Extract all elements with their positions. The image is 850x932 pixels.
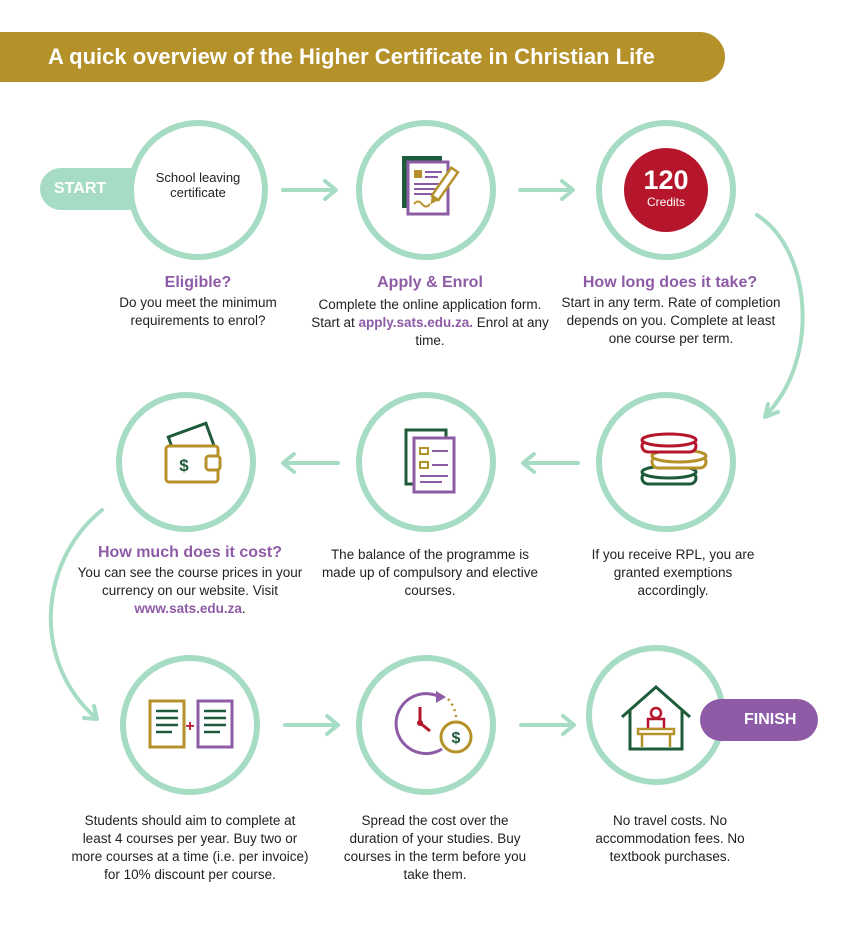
finish-label: FINISH	[700, 699, 818, 741]
apply-desc-text: Complete the online application form. St…	[311, 297, 542, 330]
arrow-right-3	[283, 714, 340, 736]
credits-label: Credits	[646, 195, 685, 209]
cost-desc-text: You can see the course prices in your cu…	[77, 565, 303, 598]
arrow-right-1	[281, 179, 338, 201]
svg-text:$: $	[179, 456, 189, 475]
cost-desc-text-end: .	[241, 601, 246, 616]
duration-heading: How long does it take?	[582, 274, 758, 291]
step-cost-circle: $	[116, 392, 256, 532]
arrow-curve-right	[755, 213, 805, 419]
balance-description: The balance of the programme is made up …	[321, 547, 539, 598]
wallet-icon: $	[164, 421, 222, 484]
clock-money-icon: $	[394, 691, 473, 756]
home-study-icon	[621, 684, 691, 751]
coins-icon	[640, 432, 708, 486]
step-duration-circle: 120 Credits	[596, 120, 736, 260]
school-leaving-certificate-text: School leaving certificate	[155, 170, 241, 200]
step-spread-circle: $	[356, 655, 496, 795]
arrow-right-2	[518, 179, 575, 201]
step-balance-circle	[356, 392, 496, 532]
apply-description: Complete the online application form. St…	[311, 296, 549, 350]
cost-heading: How much does it cost?	[97, 544, 282, 561]
eligible-heading: Eligible?	[164, 274, 232, 291]
arrow-right-4	[519, 714, 576, 736]
svg-text:+: +	[185, 718, 194, 735]
page-title: A quick overview of the Higher Certifica…	[48, 44, 655, 69]
credits-badge: 120 Credits	[624, 148, 708, 232]
apply-heading: Apply & Enrol	[377, 274, 483, 291]
step-courses-circle: +	[120, 655, 260, 795]
application-form-icon	[402, 156, 460, 216]
arrow-curve-left	[48, 508, 104, 721]
arrow-left-2	[281, 452, 340, 474]
home-description: No travel costs. No accommodation fees. …	[595, 813, 745, 864]
title-banner: A quick overview of the Higher Certifica…	[0, 32, 725, 82]
apply-link[interactable]: apply.sats.edu.za.	[358, 315, 474, 330]
cost-description: You can see the course prices in your cu…	[76, 564, 304, 618]
svg-text:$: $	[452, 730, 461, 747]
step-eligible-circle: School leaving certificate	[128, 120, 268, 260]
credits-number: 120	[643, 165, 689, 195]
courses-description: Students should aim to complete at least…	[71, 813, 309, 882]
step-apply-circle	[356, 120, 496, 260]
duration-description: Start in any term. Rate of completion de…	[561, 295, 781, 346]
cost-link[interactable]: www.sats.edu.za	[134, 601, 242, 616]
arrow-left-1	[521, 452, 580, 474]
course-bundle-icon: +	[148, 699, 234, 749]
rpl-description: If you receive RPL, you are granted exem…	[591, 547, 755, 598]
step-rpl-circle	[596, 392, 736, 532]
finish-text: FINISH	[744, 711, 797, 728]
documents-icon	[404, 428, 456, 494]
eligible-description: Do you meet the minimum requirements to …	[119, 295, 277, 328]
spread-description: Spread the cost over the duration of you…	[343, 813, 527, 882]
apply-desc-text-end: Enrol at any time.	[415, 315, 549, 348]
start-text: START	[54, 180, 107, 197]
